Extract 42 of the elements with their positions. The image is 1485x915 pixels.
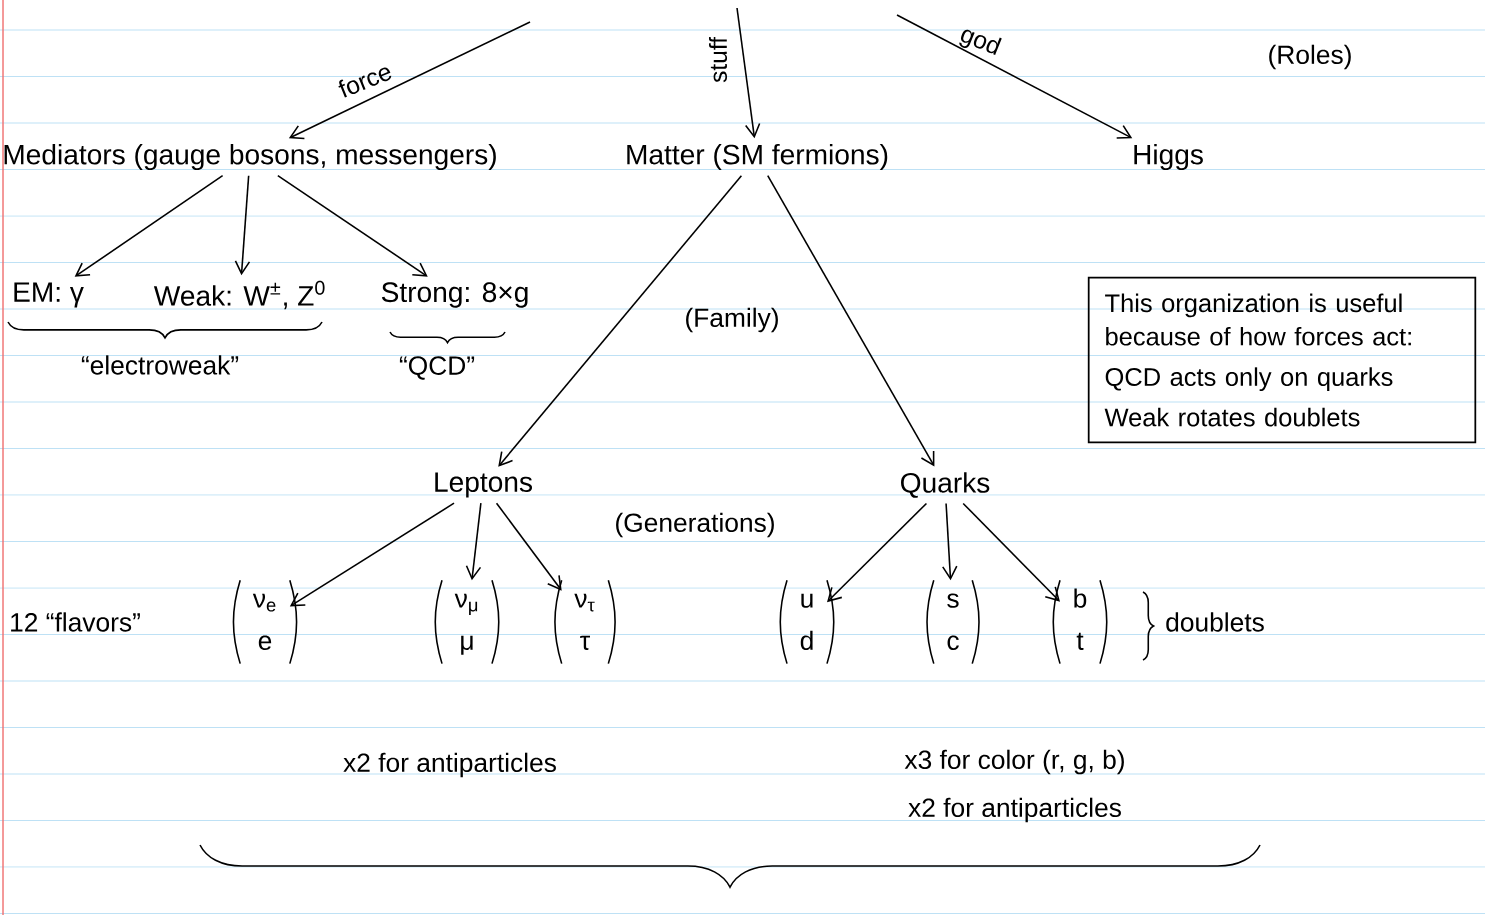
annotation: 12 “flavors” <box>11 612 140 632</box>
node-text: Leptons <box>435 472 532 498</box>
node-text: Quarks <box>901 472 990 498</box>
edge-label: force <box>338 67 392 98</box>
edge-label: stuff <box>709 36 728 83</box>
arrow <box>277 174 428 277</box>
arrow <box>465 502 482 581</box>
arrow <box>498 174 743 467</box>
arrow <box>962 502 1061 602</box>
annotation: “electroweak” <box>81 355 239 375</box>
arrow <box>766 174 935 467</box>
particle-doublet: s c <box>926 579 980 665</box>
annotation: (Family) <box>686 307 778 333</box>
node-text: EM: γ <box>14 282 84 308</box>
arrow <box>495 502 562 591</box>
annotation: x3 for color (r, g, b) <box>904 749 1124 775</box>
particle-doublet: ν$_{τ}$ τ <box>554 579 616 665</box>
node-text: Matter (SM fermions) <box>627 143 888 171</box>
arrow <box>827 502 928 603</box>
node-text: Higgs <box>1134 143 1203 171</box>
annotation: x2 for antiparticles <box>343 752 556 778</box>
annotation: x2 for antiparticles <box>908 797 1121 823</box>
arrow <box>736 7 761 139</box>
note-box: This organization is useful because of how forces act: QCD acts only on quarks Weak rotates doublets <box>1087 276 1477 444</box>
arrow <box>941 502 958 581</box>
annotation: (Roles) <box>1269 44 1351 70</box>
node-text: Strong: 8×g <box>381 282 528 308</box>
particle-doublet: ν$_{e}$ e <box>232 579 298 665</box>
annotation: doublets <box>1166 612 1264 632</box>
particle-doublet: b t <box>1052 579 1108 665</box>
arrow <box>896 14 1133 139</box>
arrow <box>288 21 531 140</box>
particle-doublet: u d <box>779 579 835 665</box>
arrow <box>74 174 224 277</box>
node-text: Mediators (gauge bosons, messengers) <box>4 143 496 171</box>
edge-label: god <box>959 29 1002 55</box>
arrow <box>289 502 455 607</box>
annotation: “QCD” <box>399 356 475 380</box>
particle-doublet: ν$_{μ}$ μ <box>434 579 500 665</box>
arrow <box>234 174 251 276</box>
annotation: (Generations) <box>616 512 774 538</box>
node-text: Weak: W$^{±}$, Z$^{0}$ <box>153 280 325 310</box>
